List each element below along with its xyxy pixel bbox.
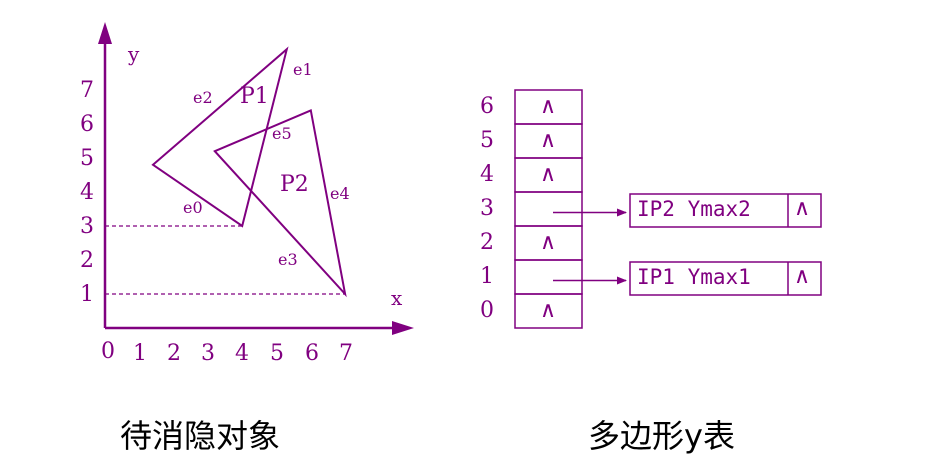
cell-symbol-row0: ∧ <box>540 298 557 323</box>
node-list <box>629 193 822 296</box>
cell-symbol-row6: ∧ <box>540 94 557 119</box>
x-tick-3: 3 <box>201 341 215 366</box>
node-box-row3 <box>629 193 822 228</box>
row-label-5: 5 <box>480 128 494 153</box>
polygon-p2 <box>213 108 347 298</box>
edge-label-e1: e1 <box>293 60 313 79</box>
y-tick-5: 5 <box>80 146 94 171</box>
cell-symbol-row5: ∧ <box>540 128 557 153</box>
y-axis-arrowhead <box>98 22 112 44</box>
x-tick-7: 7 <box>339 341 353 366</box>
edge-label-e5: e5 <box>272 124 292 143</box>
row-label-2: 2 <box>480 230 494 255</box>
node-box-row1 <box>629 261 822 296</box>
edge-label-e0: e0 <box>183 198 203 217</box>
node-text-ip1: IP1 Ymax1 <box>637 265 751 289</box>
x-tick-4: 4 <box>235 341 249 366</box>
y-table-cell-row0 <box>514 293 583 329</box>
x-tick-2: 2 <box>167 341 181 366</box>
row-label-4: 4 <box>480 162 494 187</box>
row-label-6: 6 <box>480 94 494 119</box>
y-table <box>514 89 583 329</box>
node-end-ip1: ∧ <box>794 264 811 289</box>
y-tick-3: 3 <box>80 214 94 239</box>
cell-symbol-row2: ∧ <box>540 230 557 255</box>
x-tick-0: 0 <box>101 339 115 364</box>
polygon-p1 <box>151 46 289 228</box>
y-axis-label: y <box>128 42 140 66</box>
row-label-0: 0 <box>480 298 494 323</box>
node-end-ip2: ∧ <box>794 196 811 221</box>
x-axis-arrowhead <box>392 321 414 335</box>
edge-label-e4: e4 <box>330 184 350 203</box>
x-tick-5: 5 <box>270 341 284 366</box>
polygon-label-p2: P2 <box>280 172 309 197</box>
cell-symbol-row4: ∧ <box>540 162 557 187</box>
y-tick-1: 1 <box>80 282 94 307</box>
y-tick-7: 7 <box>80 78 94 103</box>
row-label-1: 1 <box>480 264 494 289</box>
y-table-cell-row1 <box>514 259 583 295</box>
caption-right: 多边形y表 <box>588 417 735 455</box>
x-tick-6: 6 <box>305 341 319 366</box>
node-text-ip2: IP2 Ymax2 <box>637 197 751 221</box>
y-tick-4: 4 <box>80 180 94 205</box>
caption-left: 待消隐对象 <box>120 417 281 455</box>
edge-label-e2: e2 <box>193 88 213 107</box>
x-tick-1: 1 <box>133 341 147 366</box>
x-axis-label: x <box>391 286 403 310</box>
polygon-label-p1: P1 <box>240 84 269 109</box>
row-label-3: 3 <box>480 196 494 221</box>
y-table-cell-row3 <box>514 191 583 227</box>
y-tick-6: 6 <box>80 112 94 137</box>
y-tick-2: 2 <box>80 248 94 273</box>
edge-label-e3: e3 <box>278 250 298 269</box>
